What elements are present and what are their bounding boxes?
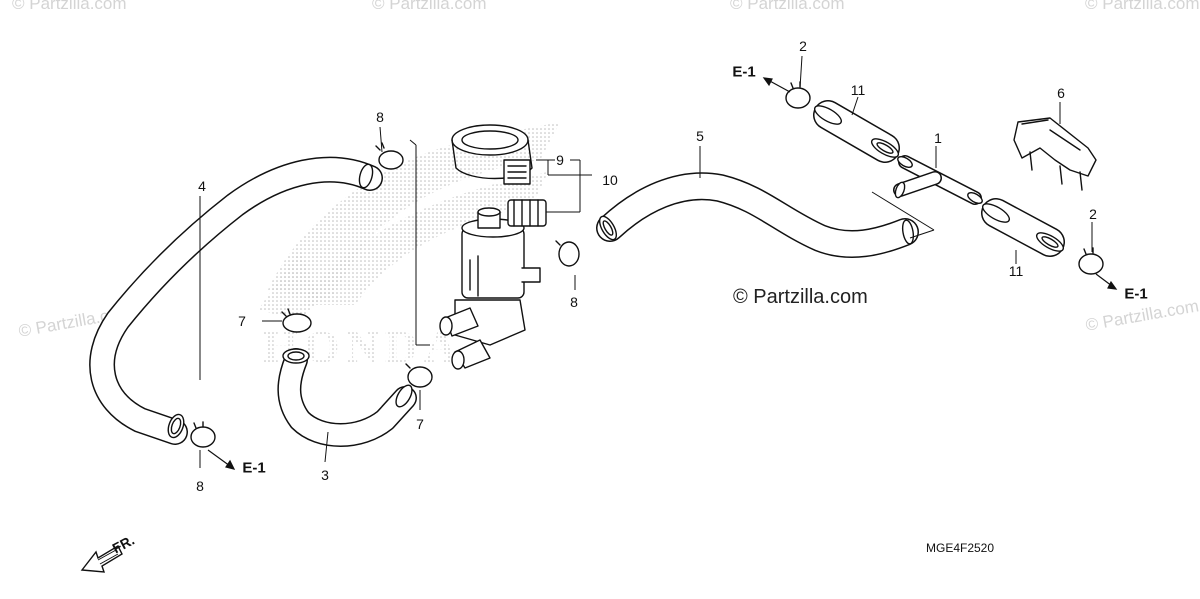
hose-5 xyxy=(596,172,919,258)
callout-11: 11 xyxy=(1008,263,1024,279)
hose-3 xyxy=(277,348,417,447)
callout-2: 2 xyxy=(799,38,807,54)
callout-6: 6 xyxy=(1057,85,1065,101)
callout-7: 7 xyxy=(238,313,246,329)
callout-8: 8 xyxy=(196,478,204,494)
watermark: © Partzilla.com xyxy=(730,0,845,13)
callout-3: 3 xyxy=(321,467,329,483)
reference-e1: E-1 xyxy=(732,63,756,81)
air-injection-valve-10 xyxy=(439,199,547,370)
callout-9: 9 xyxy=(556,152,564,168)
diagram-code: MGE4F2520 xyxy=(926,541,995,555)
watermark: © Partzilla.com xyxy=(12,0,127,13)
hose-clamps xyxy=(190,81,1104,448)
hose-4 xyxy=(89,156,383,445)
front-direction-arrow xyxy=(80,545,123,573)
callout-10: 10 xyxy=(602,172,618,188)
callout-1: 1 xyxy=(934,130,942,146)
callout-7: 7 xyxy=(416,416,424,432)
callout-5: 5 xyxy=(696,128,704,144)
hose-11-upper xyxy=(813,100,900,163)
leader-lines xyxy=(199,55,1093,468)
callout-4: 4 xyxy=(198,178,206,194)
t-joint-1 xyxy=(893,155,983,205)
reference-e1: E-1 xyxy=(1124,285,1148,303)
watermark: © Partzilla.com xyxy=(1085,0,1200,13)
copyright-text: © Partzilla.com xyxy=(733,286,868,308)
callout-8: 8 xyxy=(570,294,578,310)
reference-e1: E-1 xyxy=(242,459,266,477)
callout-11: 11 xyxy=(850,82,866,98)
bracket-9 xyxy=(451,124,533,185)
hose-11-lower xyxy=(981,198,1065,257)
callout-8: 8 xyxy=(376,109,384,125)
clip-6 xyxy=(1013,117,1097,191)
flow-arrows xyxy=(207,77,1118,470)
callout-2: 2 xyxy=(1089,206,1097,222)
watermark: © Partzilla.com xyxy=(372,0,487,13)
